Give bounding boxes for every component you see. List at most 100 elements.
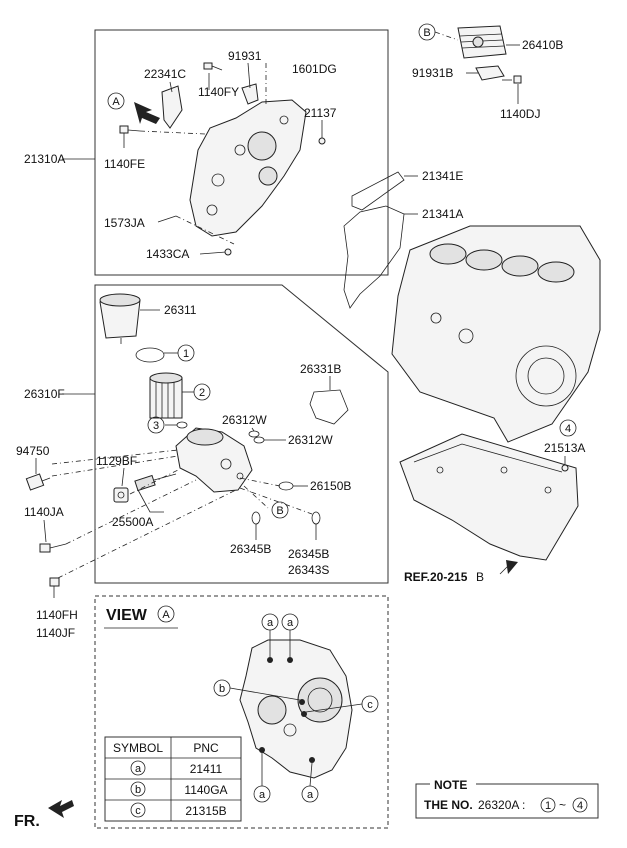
axis-1140fh: [57, 489, 237, 579]
sensor-94750-part: [25, 473, 51, 491]
view-a-arrow: [134, 102, 160, 124]
bracket-91931b-part: [475, 65, 505, 81]
label-21310a: 21310A: [24, 152, 65, 166]
filter-element-part: [149, 372, 183, 419]
view-marker-a-4-text: a: [307, 789, 314, 801]
view-title-marker-text: A: [162, 609, 170, 621]
marker-a-top-text: A: [112, 96, 120, 108]
view-marker-a-3-text: a: [259, 789, 266, 801]
note-to-circle: [572, 797, 588, 813]
note-prefix: THE NO.: [424, 798, 473, 812]
axis-1573ja: [175, 215, 235, 245]
bolt-1140ja-part: [39, 543, 67, 553]
note-from: 1: [545, 800, 551, 812]
note-title: NOTE: [434, 778, 467, 792]
o-ring-26345b-a: [251, 511, 261, 525]
label-26312w-b: 26312W: [288, 433, 333, 447]
gasket-21341a-part: [343, 205, 405, 309]
label-1573ja: 1573JA: [104, 216, 145, 230]
label-25500a: 25500A: [112, 515, 153, 529]
filter-housing-part: [175, 427, 253, 493]
view-marker-a-2-text: a: [287, 617, 294, 629]
front-direction-label: FR.: [14, 813, 40, 830]
note-title-bg: [430, 778, 476, 790]
view-marker-c: c: [361, 695, 379, 713]
marker-4-text: 4: [565, 423, 571, 435]
label-1140fe: 1140FE: [104, 157, 145, 171]
marker-b-top-text: B: [423, 27, 430, 39]
ref-label-prefix: REF.20-215: [404, 570, 468, 584]
note-tilde: ~: [559, 798, 566, 812]
gasket-26331b-part: [309, 389, 349, 425]
view-a-cover-part: [239, 639, 353, 779]
view-marker-b-text: b: [219, 683, 225, 695]
label-26331b: 26331B: [300, 362, 341, 376]
view-marker-a-2: a: [281, 613, 299, 631]
label-21137: 21137: [304, 106, 337, 120]
marker-b-mid: B: [271, 501, 289, 519]
oil-filter-frame: [94, 284, 389, 584]
label-21341a: 21341A: [422, 207, 463, 221]
label-1140fh: 1140FH: [36, 608, 78, 622]
gasket-21341e-part: [351, 171, 405, 211]
label-91931: 91931: [228, 49, 262, 63]
label-26343s: 26343S: [288, 563, 329, 577]
table-row-3-symbol: c: [135, 805, 141, 817]
leader-1140ja: [43, 519, 47, 543]
chain-guide-part: [161, 85, 183, 129]
marker-a-top: A: [107, 92, 125, 110]
label-26150b: 26150B: [310, 479, 351, 493]
table-row-1-symbol: a: [135, 763, 142, 775]
dowel-part: [224, 248, 232, 256]
axis-94750-b: [51, 449, 179, 465]
timing-cover-frame: [94, 29, 389, 276]
view-a-frame: [94, 595, 389, 829]
axis-26150b: [239, 477, 281, 487]
o-ring-3-part: [176, 421, 188, 429]
leader-view-b: [229, 687, 301, 701]
table-row-1-pnc: 21411: [190, 762, 223, 776]
o-ring-26312w-a: [248, 430, 260, 438]
bolt-1140dj-part: [502, 75, 522, 84]
leader-1433ca: [199, 251, 227, 255]
note-box: [415, 783, 599, 819]
o-ring-26312w-b: [253, 436, 265, 444]
marker-b-mid-text: B: [276, 505, 283, 517]
bolt-1140fy-part: [203, 62, 223, 71]
label-94750: 94750: [16, 444, 50, 458]
plug-1129bf-part: [113, 487, 129, 503]
label-1129bf: 1129BF: [96, 454, 137, 468]
label-1433ca: 1433CA: [146, 247, 189, 261]
leader-25500a: [137, 489, 164, 513]
leader-1129bf: [121, 467, 125, 487]
label-26345b-b: 26345B: [288, 547, 329, 561]
bolt-1140fh-part: [49, 577, 60, 598]
label-1140jf: 1140JF: [36, 626, 75, 640]
view-marker-a-1: a: [261, 613, 279, 631]
leader-view-a-4: [309, 762, 313, 787]
label-1140dj: 1140DJ: [500, 107, 540, 121]
leader-91931: [247, 62, 251, 89]
axis-b-mid: [243, 485, 269, 509]
leader-26312w-a: [251, 427, 255, 432]
leader-1573ja: [157, 215, 177, 223]
axis-1140fe: [139, 130, 206, 135]
o-ring-1-part: [135, 347, 165, 363]
bolt-1140fe-part: [119, 125, 141, 134]
o-ring-26345b-b: [311, 511, 321, 525]
oil-pan-part: [399, 433, 579, 561]
label-21513a: 21513A: [544, 441, 585, 455]
label-1601dg: 1601DG: [292, 62, 337, 76]
label-21341e: 21341E: [422, 169, 463, 183]
table-row-3-pnc: 21315B: [185, 804, 226, 818]
view-marker-a-3: a: [253, 785, 271, 803]
leader-view-c: [305, 703, 363, 713]
table-header-pnc: PNC: [193, 741, 219, 755]
table-row-2-pnc: 1140GA: [184, 783, 227, 797]
marker-2: 2: [193, 383, 211, 401]
axis-26345b: [239, 487, 313, 515]
symbol-table: SYMBOL PNC a 21411 b 1140GA c 21315B: [104, 736, 242, 822]
filter-cap-part: [99, 293, 141, 344]
